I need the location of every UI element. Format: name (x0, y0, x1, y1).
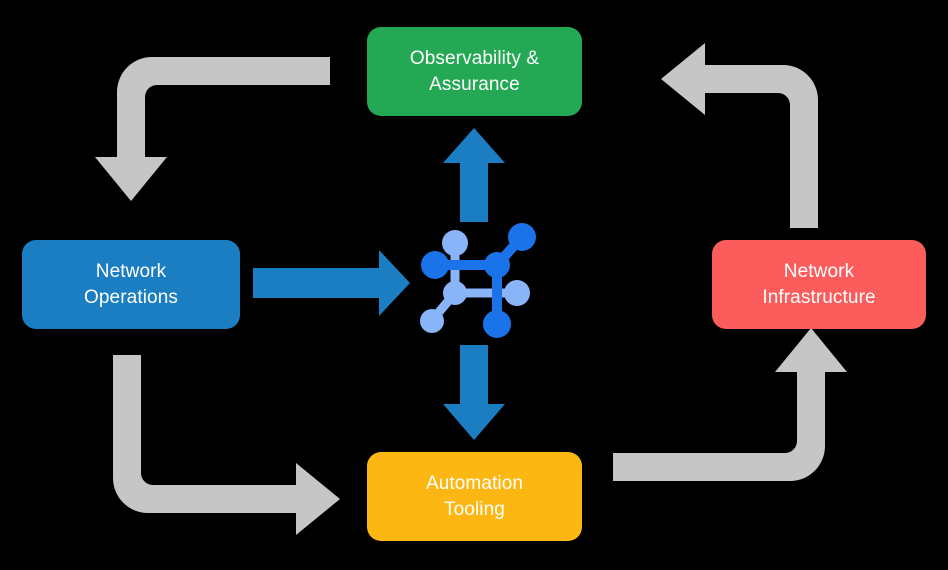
arrow-infrastructure-to-observability (661, 43, 818, 228)
node-left (421, 251, 449, 279)
node-top (442, 230, 468, 256)
arrow-observability-to-operations (95, 57, 330, 201)
node-top-right (508, 223, 536, 251)
node-lower-left (420, 309, 444, 333)
box-automation-tooling[interactable]: Automation Tooling (367, 452, 582, 541)
arrow-operations-to-center (253, 250, 410, 316)
box-observability[interactable]: Observability & Assurance (367, 27, 582, 116)
node-hub (443, 281, 467, 305)
arrow-automation-to-infrastructure (613, 328, 847, 481)
node-core (484, 252, 510, 278)
node-right (504, 280, 530, 306)
box-network-operations[interactable]: Network Operations (22, 240, 240, 329)
box-network-infrastructure[interactable]: Network Infrastructure (712, 240, 926, 329)
arrow-operations-to-automation (113, 355, 340, 535)
arrow-center-to-automation (443, 345, 505, 440)
arrow-center-to-observability (443, 128, 505, 222)
topology-nodes (420, 223, 536, 338)
node-bottom (483, 310, 511, 338)
